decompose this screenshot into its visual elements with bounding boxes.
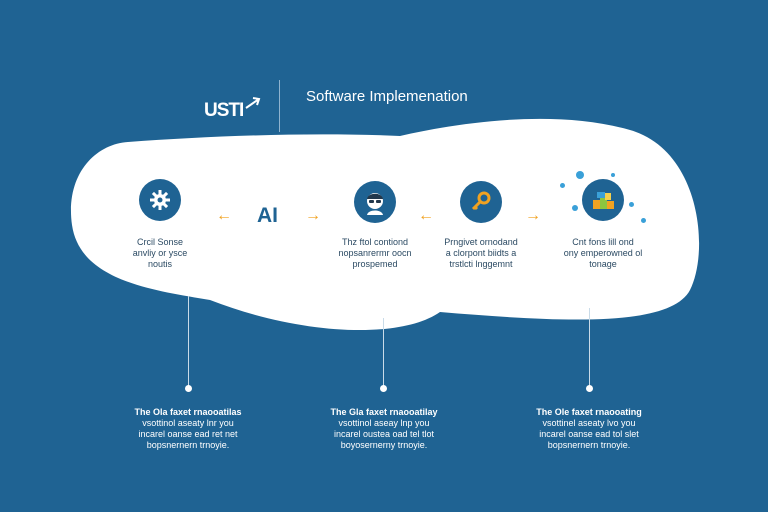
connector-line: [589, 308, 590, 386]
key-icon: [460, 181, 502, 223]
bubble-dot: [641, 218, 646, 223]
connector-line: [188, 296, 189, 386]
step-description: Crcil Sonse anvliy or ysce noutis: [132, 237, 188, 269]
connector-dot: [185, 385, 192, 392]
ai-label: AI: [257, 204, 278, 227]
logo-arrow-icon: [245, 97, 261, 109]
gear-icon: [139, 179, 181, 221]
connector-line: [383, 318, 384, 386]
connector-dot: [586, 385, 593, 392]
page-title: Software Implemenation: [306, 88, 468, 105]
arrow-right-icon: →: [305, 207, 321, 224]
stacked-blocks-icon: [582, 179, 624, 221]
company-logo: USTI: [204, 100, 244, 121]
arrow-right-icon: →: [525, 207, 541, 224]
bubble-dot: [629, 202, 634, 207]
bubble-dot: [572, 205, 578, 211]
bubble-dot: [611, 173, 615, 177]
header-divider: [279, 80, 280, 132]
connector-dot: [380, 385, 387, 392]
arrow-left-icon: ←: [216, 207, 232, 224]
step-description: Cnt fons lill ond ony emperowned ol tona…: [563, 237, 643, 269]
bubble-dot: [560, 183, 565, 188]
detail-text: The Ola faxet rnaooatilas vsottinol asea…: [134, 407, 242, 450]
step-description: Thz ftol contiond nopsanrermr oocn prosp…: [338, 237, 412, 269]
white-panel: [70, 118, 700, 331]
arrow-left-icon: ←: [418, 207, 434, 224]
bubble-dot: [576, 171, 584, 179]
detail-text: The Gla faxet rnaooatilay vsottinol asea…: [330, 407, 438, 450]
step-description: Prngivet ornodand a clorpont biidts a tr…: [444, 237, 518, 269]
person-glasses-icon: [354, 181, 396, 223]
detail-text: The Ole faxet rnaooating vsottinel aseat…: [536, 407, 642, 450]
